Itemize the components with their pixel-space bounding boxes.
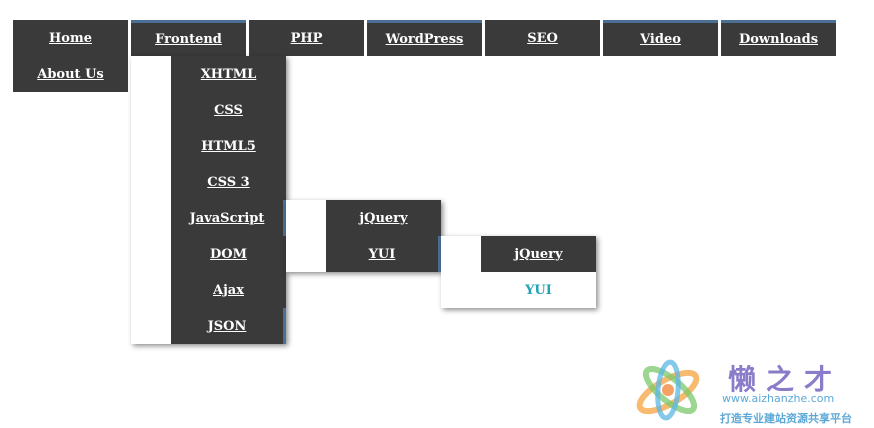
nav-item-wordpress[interactable]: WordPress: [367, 20, 482, 56]
frontend-menu-item-javascript[interactable]: JavaScript: [171, 200, 286, 236]
frontend-dropdown: XHTML CSS HTML5 CSS 3 JavaScript DOM Aja…: [131, 56, 286, 344]
frontend-menu-item[interactable]: CSS: [171, 92, 286, 128]
frontend-menu-item[interactable]: HTML5: [171, 128, 286, 164]
nav-item-downloads[interactable]: Downloads: [721, 20, 836, 56]
nav-item-frontend[interactable]: Frontend: [131, 20, 246, 56]
yui-menu-item-yui[interactable]: YUI: [481, 272, 596, 308]
nav-item-php[interactable]: PHP: [249, 20, 364, 56]
javascript-menu-item-yui[interactable]: YUI: [326, 236, 441, 272]
frontend-menu-item[interactable]: Ajax: [171, 272, 286, 308]
watermark-brand: 懒之才: [728, 363, 843, 396]
nav-item-seo[interactable]: SEO: [485, 20, 600, 56]
frontend-menu-item[interactable]: XHTML: [171, 56, 286, 92]
frontend-menu-item[interactable]: DOM: [171, 236, 286, 272]
nav-item-home[interactable]: Home: [13, 20, 128, 56]
watermark-url: www.aizhanzhe.com: [722, 392, 835, 405]
nav-item-video[interactable]: Video: [603, 20, 718, 56]
watermark-slogan: 打造专业建站资源共享平台: [720, 412, 852, 425]
yui-menu-item-jquery[interactable]: jQuery: [481, 236, 596, 272]
yui-submenu: jQuery YUI: [441, 236, 596, 308]
watermark: 懒之才 www.aizhanzhe.com 打造专业建站资源共享平台: [632, 352, 872, 428]
nav-item-about-us[interactable]: About Us: [13, 56, 128, 92]
aizhanzhe-logo-icon: [636, 359, 700, 421]
javascript-menu-item-jquery[interactable]: jQuery: [326, 200, 441, 236]
frontend-menu-item[interactable]: JSON: [171, 308, 286, 344]
javascript-submenu: jQuery YUI: [286, 200, 441, 272]
frontend-menu-item[interactable]: CSS 3: [171, 164, 286, 200]
